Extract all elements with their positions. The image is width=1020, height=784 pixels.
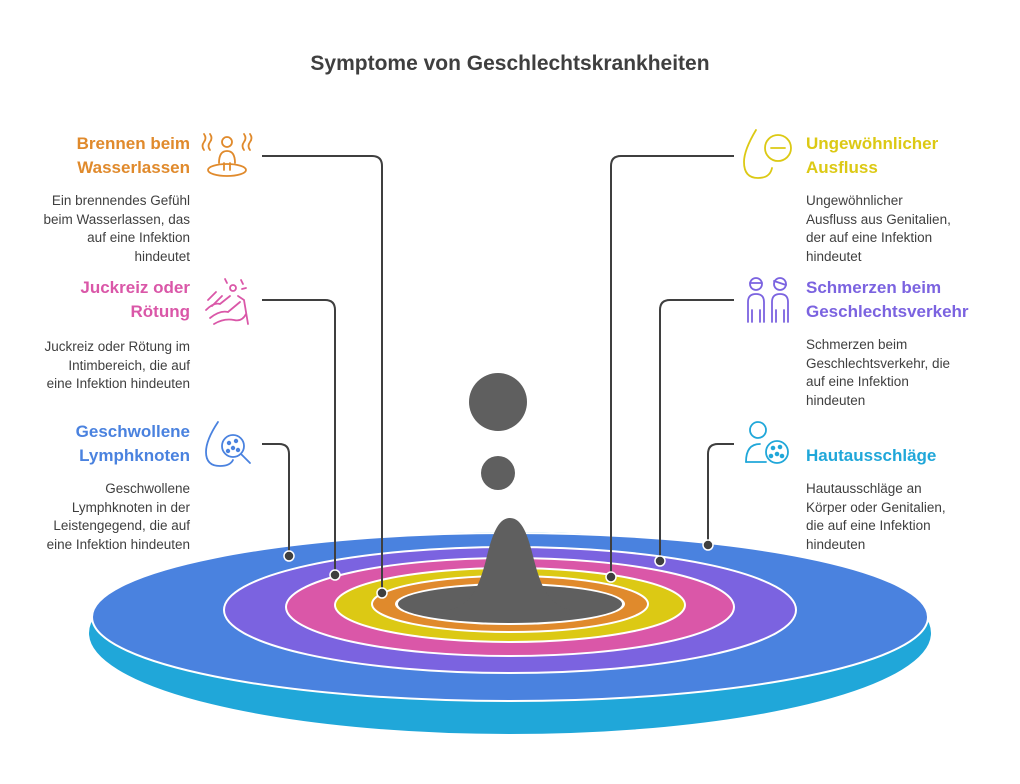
symptom-title-lymph: Geschwollene Lymphknoten (20, 420, 190, 468)
symptom-desc-haut: Hautausschläge an Körper oder Genitalien… (806, 480, 1006, 554)
symptom-title-juckreiz: Juckreiz oder Rötung (20, 276, 190, 324)
dot-juckreiz (329, 569, 341, 581)
dot-lymph (283, 550, 295, 562)
drop-small (481, 456, 515, 490)
desc-line: eine Infektion hindeuten (46, 536, 190, 552)
symptom-title-line: Rötung (130, 302, 190, 321)
symptom-desc-schmerzen: Schmerzen beim Geschlechtsverkehr, die a… (806, 336, 1006, 410)
symptom-title-ausfluss: Ungewöhnlicher Ausfluss (806, 132, 1006, 180)
connectors (262, 155, 734, 593)
symptom-title-line: Juckreiz oder (80, 278, 190, 297)
desc-line: Schmerzen beim (806, 337, 908, 352)
desc-line: Ungewöhnlicher (806, 193, 903, 208)
desc-line: auf eine Infektion (87, 230, 190, 245)
desc-line: hindeuten (806, 536, 866, 552)
symptom-title-line: Brennen beim (76, 134, 190, 153)
symptom-desc-brennen: Ein brennendes Gefühl beim Wasserlassen,… (10, 192, 190, 266)
symptom-title-line: Schmerzen beim (806, 278, 942, 297)
scratching-hand-icon (205, 278, 249, 325)
dot-schmerzen (654, 555, 666, 567)
symptom-desc-lymph: Geschwollene Lymphknoten in der Leisteng… (10, 480, 190, 554)
symptom-title-line: Geschwollene (75, 422, 190, 441)
desc-line: Körper oder Genitalien, (806, 499, 946, 515)
connector-ausfluss (610, 155, 734, 577)
diagram-title: Symptome von Geschlechtskrankheiten (310, 52, 710, 75)
desc-line: hindeutet (134, 248, 190, 264)
connector-schmerzen (659, 299, 734, 561)
dot-haut (702, 539, 714, 551)
symptom-title-haut: Hautausschläge (806, 444, 1006, 468)
desc-line: Juckreiz oder Rötung im (44, 339, 190, 354)
dot-brennen (376, 587, 388, 599)
desc-line: Ein brennendes Gefühl (51, 193, 190, 208)
symptom-title-line: Wasserlassen (77, 158, 190, 177)
connector-brennen (262, 155, 383, 593)
drop-large (469, 373, 527, 431)
symptom-title-schmerzen: Schmerzen beim Geschlechtsverkehr (806, 276, 1016, 324)
symptom-desc-juckreiz: Juckreiz oder Rötung im Intimbereich, di… (10, 338, 190, 394)
desc-line: eine Infektion hindeuten (46, 376, 190, 391)
symptom-title-line: Lymphknoten (79, 446, 190, 465)
desc-line: Leistengegend, die auf (53, 518, 190, 533)
connector-juckreiz (262, 299, 336, 575)
symptom-title-line: Ausfluss (806, 158, 878, 177)
symptom-title-line: Geschlechtsverkehr (806, 302, 969, 321)
desc-line: auf eine Infektion (806, 374, 909, 389)
desc-line: der auf eine Infektion (806, 230, 933, 245)
desc-line: beim Wasserlassen, das (43, 211, 190, 227)
ripple-rings (87, 530, 933, 736)
desc-line: Intimbereich, die auf (68, 357, 190, 373)
dot-ausfluss (605, 571, 617, 583)
symptom-desc-ausfluss: Ungewöhnlicher Ausfluss aus Genitalien, … (806, 192, 1006, 266)
person-steam-icon (201, 133, 253, 177)
person-rash-icon (745, 421, 789, 464)
desc-line: Ausfluss aus Genitalien, (806, 211, 951, 227)
desc-line: Geschlechtsverkehr, die (806, 355, 951, 371)
symptom-title-line: Ungewöhnlicher (806, 134, 939, 153)
desc-line: hindeutet (806, 248, 862, 264)
desc-line: Hautausschläge an (806, 481, 922, 496)
desc-line: die auf eine Infektion (806, 518, 931, 533)
desc-line: hindeuten (806, 392, 866, 408)
desc-line: Geschwollene (105, 481, 190, 496)
drop-magnifier-icon (205, 421, 251, 467)
drop-minus-icon (743, 129, 792, 179)
splash-spike (432, 518, 588, 612)
connector-lymph (262, 443, 290, 556)
couple-icon (747, 277, 789, 323)
connector-dots (283, 539, 714, 599)
symptom-title-brennen: Brennen beim Wasserlassen (20, 132, 190, 180)
symptom-title-line: Hautausschläge (806, 446, 937, 465)
desc-line: Lymphknoten in der (71, 499, 190, 515)
connector-haut (707, 443, 734, 545)
